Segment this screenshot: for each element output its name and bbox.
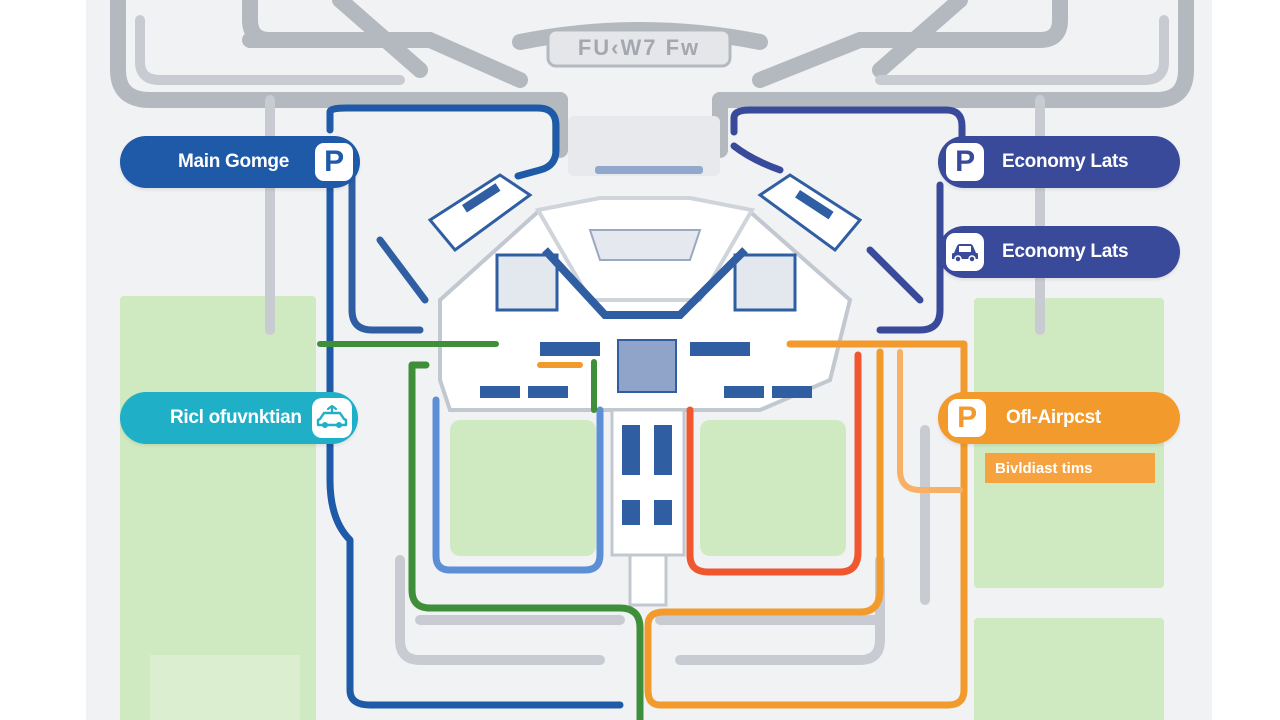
terminal-building [427, 173, 863, 607]
economy-lots-label: Economy Lats [1002, 151, 1129, 172]
road-diag-west [332, 0, 428, 78]
pier-gate-1 [622, 425, 640, 475]
road-south-east [675, 555, 885, 665]
central-plaza [617, 339, 677, 393]
parking-p-icon: P [948, 399, 986, 437]
route-main-garage-inner [348, 166, 424, 334]
road-north-west [110, 0, 568, 108]
car-icon-graphic [952, 244, 978, 263]
rideshare-icon [312, 398, 352, 438]
rideshare-icon-graphic [316, 405, 348, 428]
route-economy-spur [730, 142, 784, 174]
route-economy [730, 106, 966, 144]
gate-block-south-east-1 [724, 386, 764, 398]
legend-economy-lots-2[interactable]: Economy Lats [938, 226, 1180, 278]
road-inner-west [135, 15, 405, 85]
road-diag-east [872, 0, 968, 78]
gate-block-west [540, 342, 600, 356]
rideshare-label: Ricl ofuvnktian [170, 407, 302, 428]
concourse-west [427, 173, 533, 253]
green-zone-center-right [700, 420, 846, 556]
terminal-sign-plate [546, 28, 732, 68]
legend-off-airport[interactable]: P Ofl-Airpcst [938, 392, 1180, 444]
gate-west-1 [462, 183, 501, 213]
car-icon [946, 233, 984, 271]
curbside-stripe [595, 166, 703, 174]
pier-gate-2 [654, 425, 672, 475]
route-main-garage [326, 176, 624, 709]
legend-economy-lots-1[interactable]: P Economy Lats [938, 136, 1180, 188]
route-economy-east [876, 181, 944, 334]
hall-east [733, 253, 797, 312]
legend-main-garage[interactable]: Main Gomge P [120, 136, 360, 188]
road-ramp-east [752, 32, 1048, 88]
hall-west [495, 253, 559, 312]
road-north-east [712, 0, 1194, 108]
gate-east-1 [795, 189, 834, 220]
green-zone-southwest [150, 655, 300, 720]
off-airport-label: Ofl-Airpcst [1006, 407, 1101, 428]
route-green [408, 361, 644, 720]
route-orange-inner [897, 349, 963, 493]
green-zone-east-lower [974, 618, 1164, 720]
route-main-garage-north [326, 104, 560, 180]
road-ramp-west [242, 32, 528, 88]
route-red-orange [686, 351, 862, 576]
terminal-frame [542, 247, 748, 319]
concourse-east [757, 173, 863, 253]
atrium-core [588, 229, 702, 261]
route-orange [644, 340, 968, 709]
green-zone-center-left [450, 420, 596, 556]
route-economy-diagonal [866, 246, 924, 304]
curbside-area [568, 116, 720, 176]
pier-gate-4 [654, 500, 672, 525]
economy-lots-label: Economy Lats [1002, 241, 1129, 262]
road-inner-east [875, 15, 1169, 85]
parking-routes [317, 104, 968, 720]
pier-tail [628, 553, 668, 607]
pier-gate-3 [622, 500, 640, 525]
terminal-sign: FU‹W7 Fw [577, 35, 701, 60]
route-main-garage-spur [376, 236, 429, 304]
gate-block-south-west-2 [528, 386, 568, 398]
main-garage-label: Main Gomge [178, 151, 290, 172]
gate-block-south-east-2 [772, 386, 812, 398]
parking-p-icon: P [946, 143, 984, 181]
legend-rideshare[interactable]: Ricl ofuvnktian [120, 392, 358, 444]
gate-block-east [690, 342, 750, 356]
parking-p-icon: P [315, 143, 353, 181]
gate-block-south-west-1 [480, 386, 520, 398]
route-light-blue [432, 396, 604, 574]
shuttle-tag: Bivldiast tims [985, 453, 1155, 483]
road-south-west [395, 555, 605, 665]
